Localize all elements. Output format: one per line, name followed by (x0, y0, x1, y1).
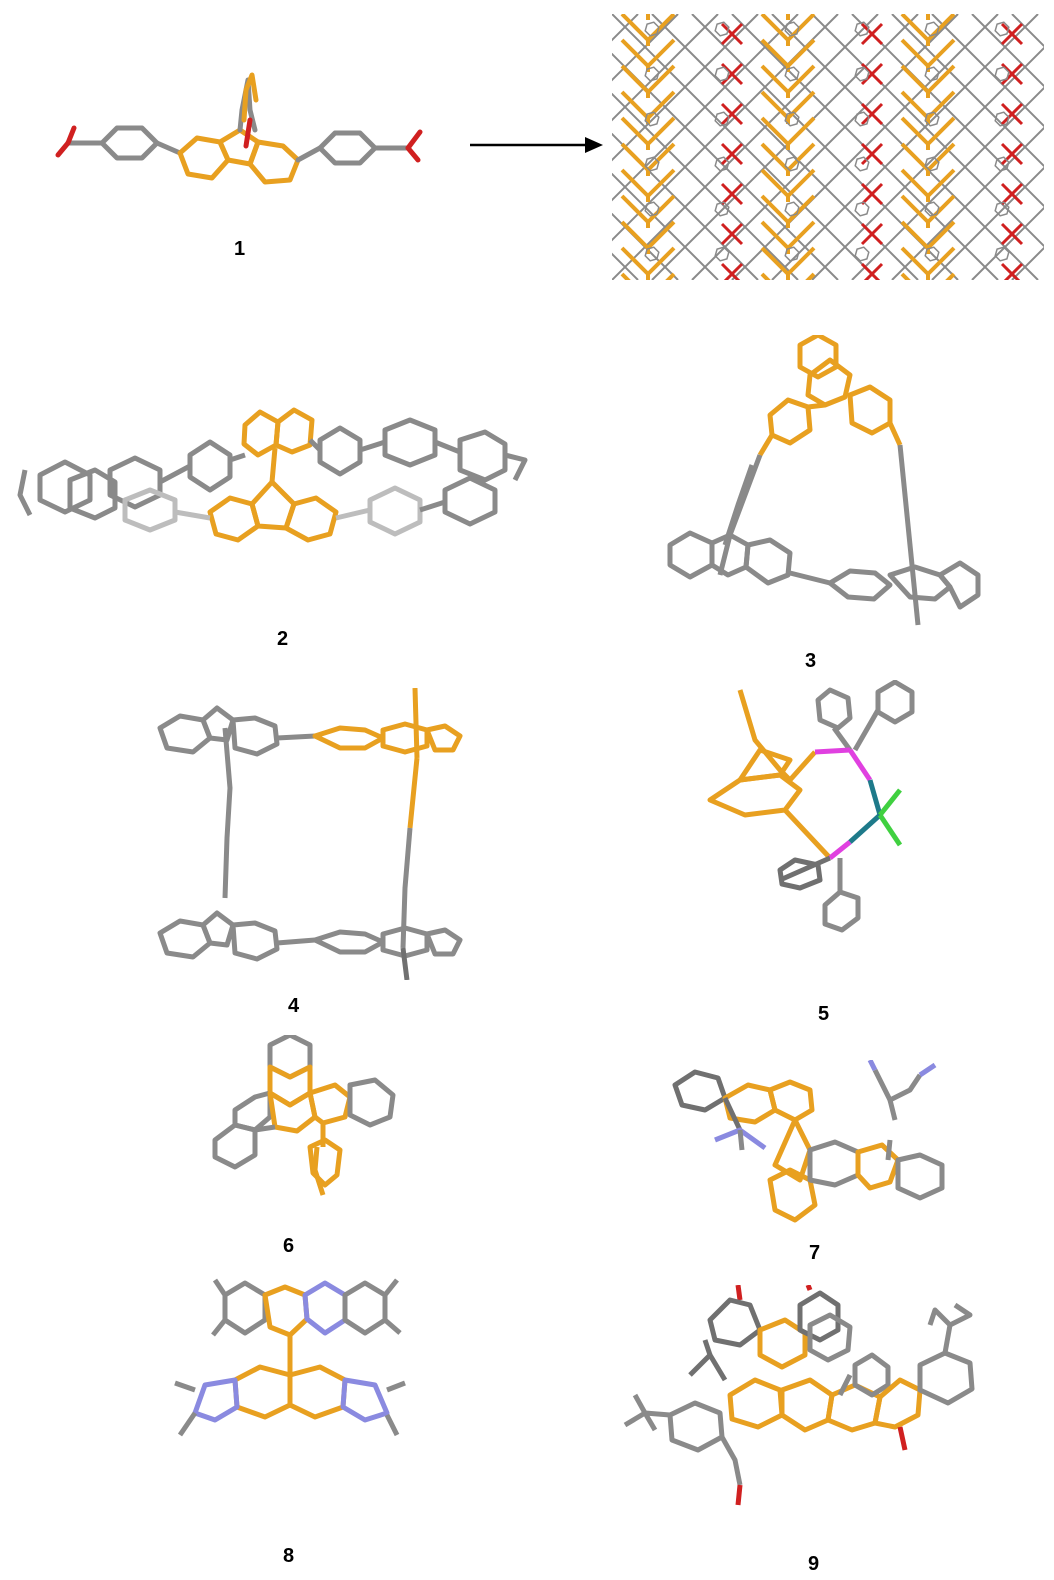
label-7: 7 (809, 1242, 821, 1264)
label-3: 3 (805, 650, 817, 672)
structure-7 (670, 1060, 970, 1245)
label-5: 5 (818, 1003, 830, 1025)
label-4: 4 (288, 995, 300, 1017)
structure-3 (660, 335, 990, 635)
structure-4 (155, 688, 475, 980)
structure-6 (205, 1035, 405, 1215)
structure-5 (700, 680, 930, 980)
structure-8 (165, 1275, 415, 1490)
label-2: 2 (277, 628, 289, 650)
label-9: 9 (808, 1553, 820, 1575)
label-8: 8 (283, 1545, 295, 1567)
structure-2 (10, 400, 540, 570)
structure-1 (50, 60, 450, 230)
label-6: 6 (283, 1235, 295, 1257)
label-1: 1 (234, 238, 246, 260)
crystal-packing (612, 14, 1044, 280)
structure-9 (610, 1285, 1020, 1525)
arrow (470, 135, 605, 155)
